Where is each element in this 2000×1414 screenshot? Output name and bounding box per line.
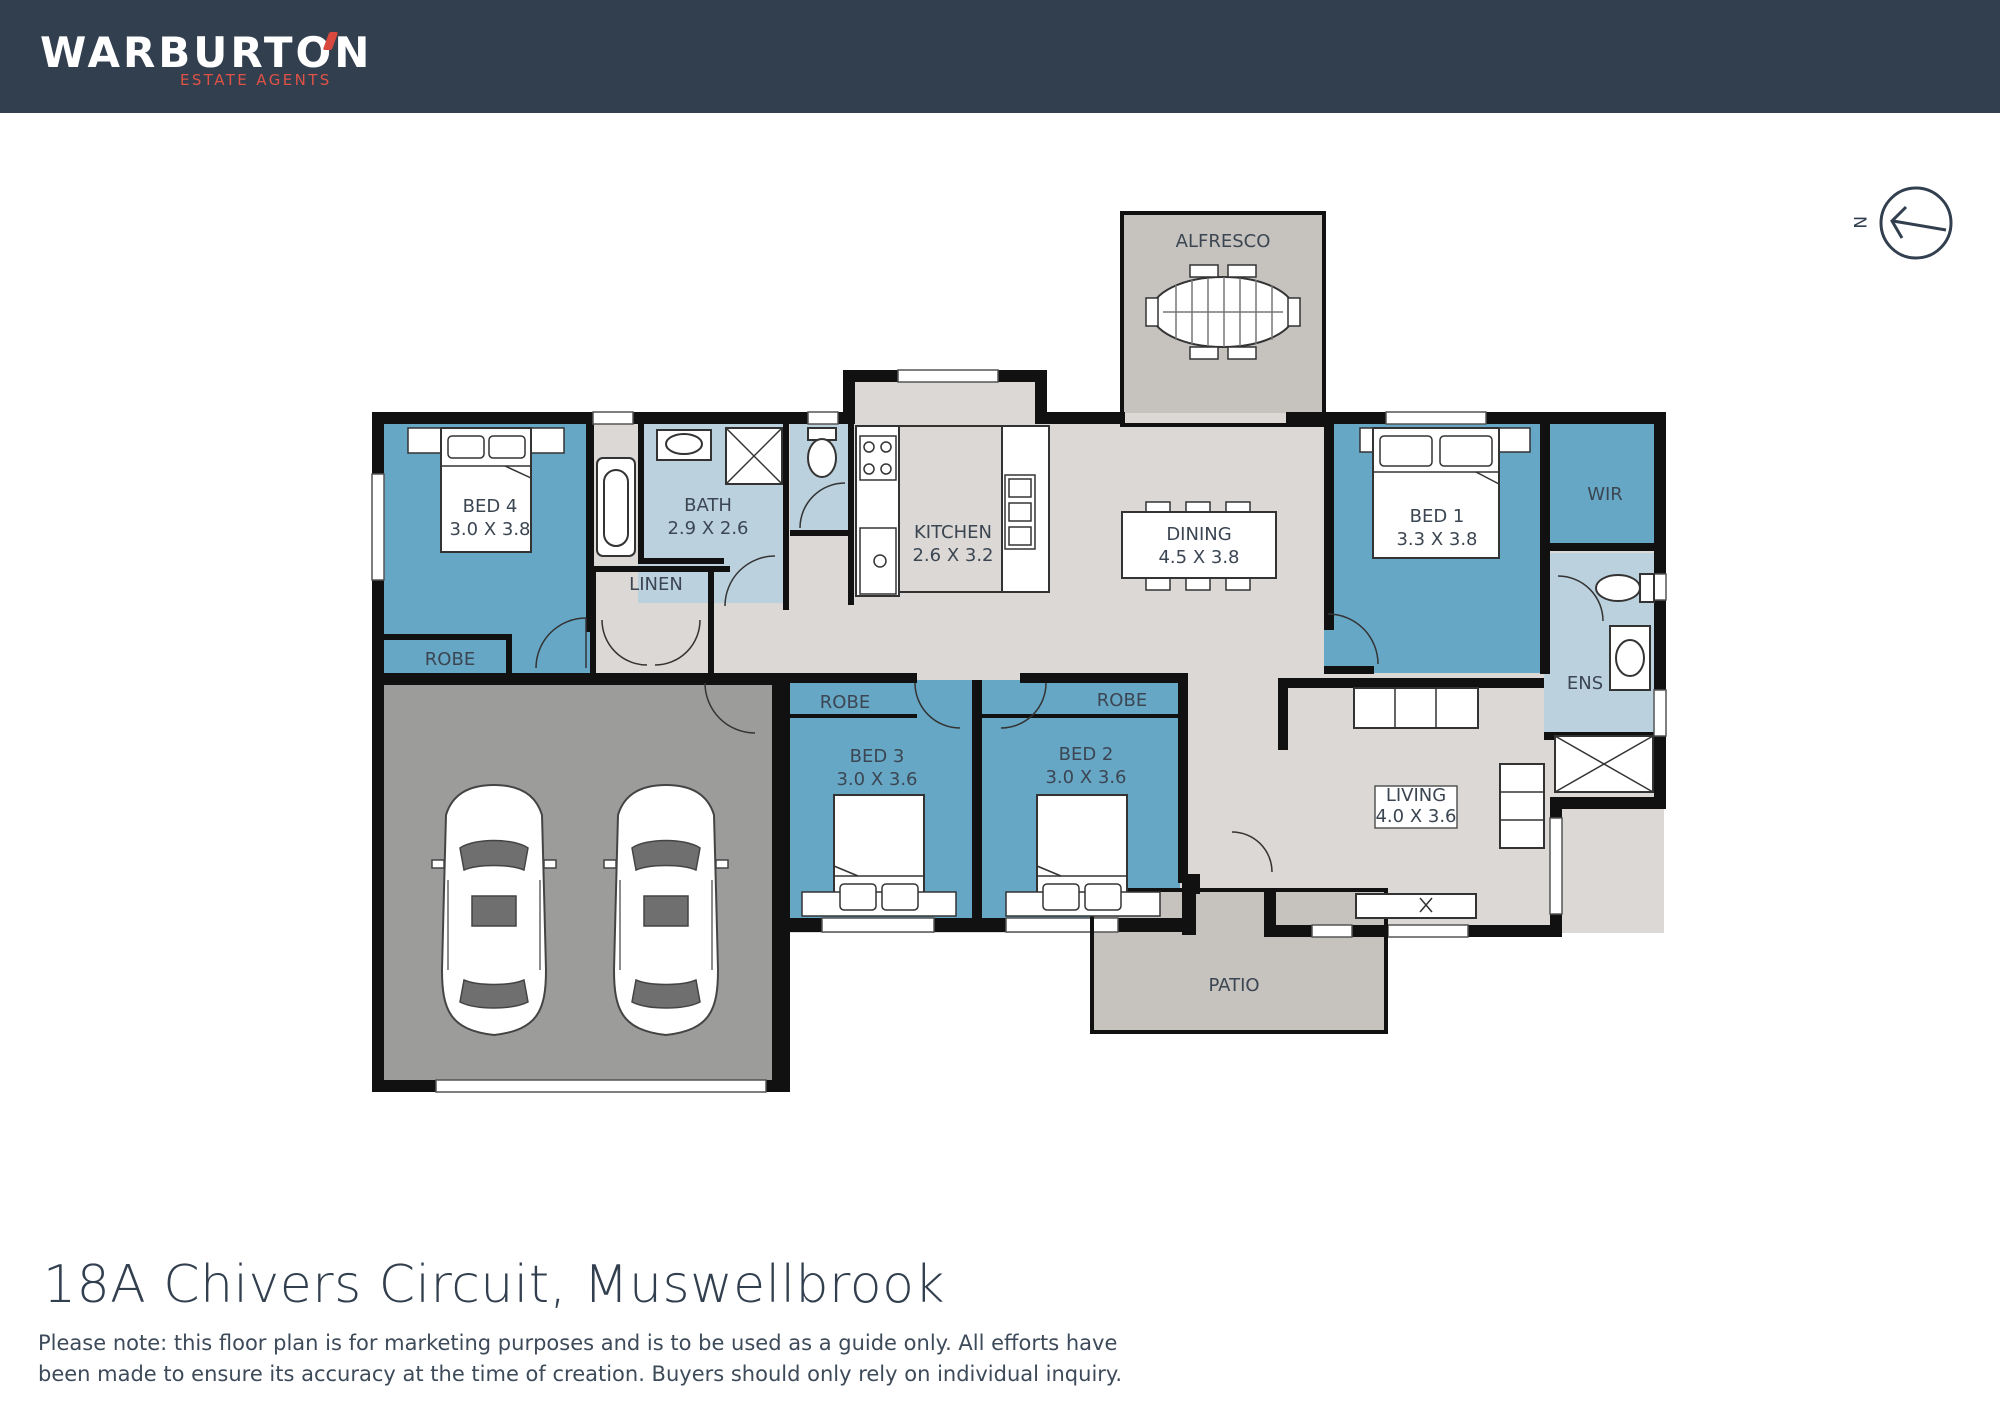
room-label-dining: DINING (1166, 524, 1231, 545)
room-size-bed4: 3.0 X 3.8 (449, 519, 530, 540)
room-label-living: LIVING (1386, 785, 1446, 806)
wir-floor (1544, 423, 1662, 543)
room-size-bath: 2.9 X 2.6 (667, 518, 748, 539)
room-size-bed1: 3.3 X 3.8 (1396, 529, 1477, 550)
room-size-kitchen: 2.6 X 3.2 (912, 545, 993, 566)
alfresco-outline (1120, 211, 1326, 427)
dining-table (1121, 501, 1277, 591)
living-furniture (1353, 687, 1545, 919)
bed3-bed (801, 794, 957, 917)
patio-outline (1090, 888, 1388, 1034)
room-size-living: 4.0 X 3.6 (1375, 806, 1456, 827)
car-icon (603, 784, 729, 1036)
door-swings (535, 482, 1604, 873)
brand-tagline: ESTATE AGENTS (180, 71, 332, 89)
room-label-kitchen: KITCHEN (914, 522, 992, 543)
kitchen-fixtures (855, 425, 1050, 597)
alfresco-table (1145, 264, 1301, 360)
room-label-wir: WIR (1587, 484, 1623, 505)
garage-floor (373, 680, 783, 1090)
room-label-bath: BATH (684, 495, 732, 516)
room-label-bed1: BED 1 (1410, 506, 1465, 527)
room-label-ens: ENS (1567, 673, 1603, 694)
ensuite-fixtures (1554, 573, 1655, 793)
room-label-robe-bed2: ROBE (1097, 690, 1147, 711)
bed4-robe-floor (384, 634, 512, 672)
bed1-bed (1359, 427, 1531, 559)
property-address: 18A Chivers Circuit, Muswellbrook (43, 1255, 945, 1315)
room-label-robe-bed3: ROBE (820, 692, 870, 713)
north-arrow-icon (1879, 186, 1953, 260)
living-label-box (1374, 785, 1458, 829)
room-label-robe-bed4: ROBE (425, 649, 475, 670)
room-size-dining: 4.5 X 3.8 (1158, 547, 1239, 568)
room-label-linen: LINEN (629, 574, 683, 595)
brand-logo: WARBURTON (40, 28, 373, 77)
car-icon (431, 784, 557, 1036)
disclaimer-text: Please note: this floor plan is for mark… (38, 1331, 1123, 1386)
bath-fixtures (596, 427, 837, 557)
compass-label: N (1849, 216, 1869, 229)
room-size-bed2: 3.0 X 3.6 (1045, 767, 1126, 788)
room-label-alfresco: ALFRESCO (1176, 231, 1271, 252)
room-label-bed2: BED 2 (1059, 744, 1114, 765)
header-bar: WARBURTON ESTATE AGENTS (0, 0, 2000, 113)
room-label-bed4: BED 4 (463, 496, 518, 517)
bed2-bed (1005, 794, 1161, 917)
room-label-bed3: BED 3 (850, 746, 905, 767)
room-size-bed3: 3.0 X 3.6 (836, 769, 917, 790)
room-label-patio: PATIO (1208, 975, 1259, 996)
bed4-bed (407, 427, 565, 553)
